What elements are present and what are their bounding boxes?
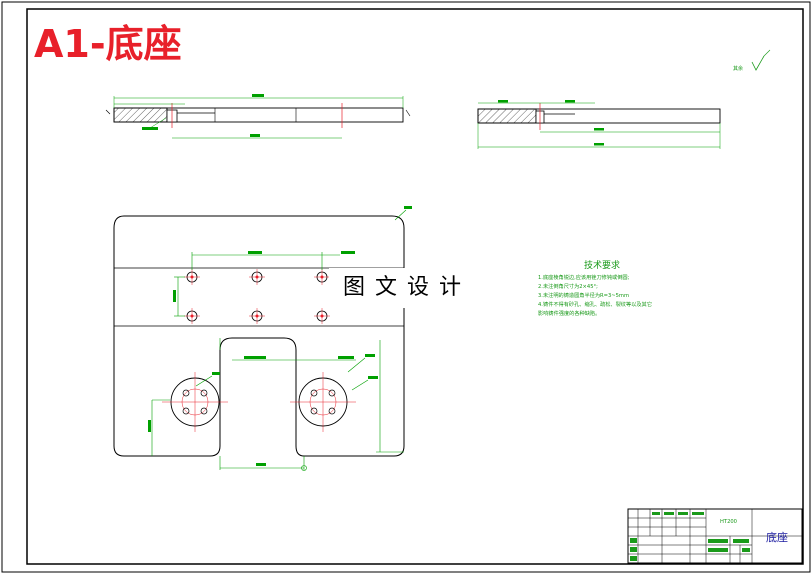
inner-border (26, 8, 804, 565)
plan-view (113, 206, 412, 471)
tech-req-item-2: 2.未注倒角尺寸为2×45°; (538, 282, 598, 290)
watermark: 图文设计 (329, 268, 485, 308)
svg-text:其余: 其余 (733, 65, 743, 72)
title-block-material: HT200 (720, 519, 737, 525)
tech-req-item-5: 影响铸件强度的各种缺陷。 (538, 309, 600, 317)
bolt-circle-right (290, 372, 356, 432)
mounting-holes (184, 269, 330, 324)
title-block: HT200 底座 (627, 508, 803, 564)
front-section-view (105, 94, 411, 139)
tech-req-item-1: 1.底座棱角锐边,应该用锉刀修钝或倒圆; (538, 273, 630, 281)
tech-req-heading: 技术要求 (584, 259, 620, 271)
technical-requirements: 技术要求 1.底座棱角锐边,应该用锉刀修钝或倒圆; 2.未注倒角尺寸为2×45°… (538, 259, 652, 317)
bolt-circle-left (162, 372, 228, 432)
side-section-view (477, 100, 721, 149)
plan-dimensions (151, 209, 407, 471)
tech-req-item-3: 3.未注明的铸造圆角半径为R=3~5mm (538, 291, 629, 299)
drawing-title: A1-底座 (34, 22, 182, 66)
tech-req-item-4: 4.铸件不得有砂孔、缩孔、疏松、裂纹等以及其它 (538, 300, 652, 308)
roughness-symbol: 其余 (733, 49, 771, 72)
title-block-part-name: 底座 (766, 530, 788, 544)
